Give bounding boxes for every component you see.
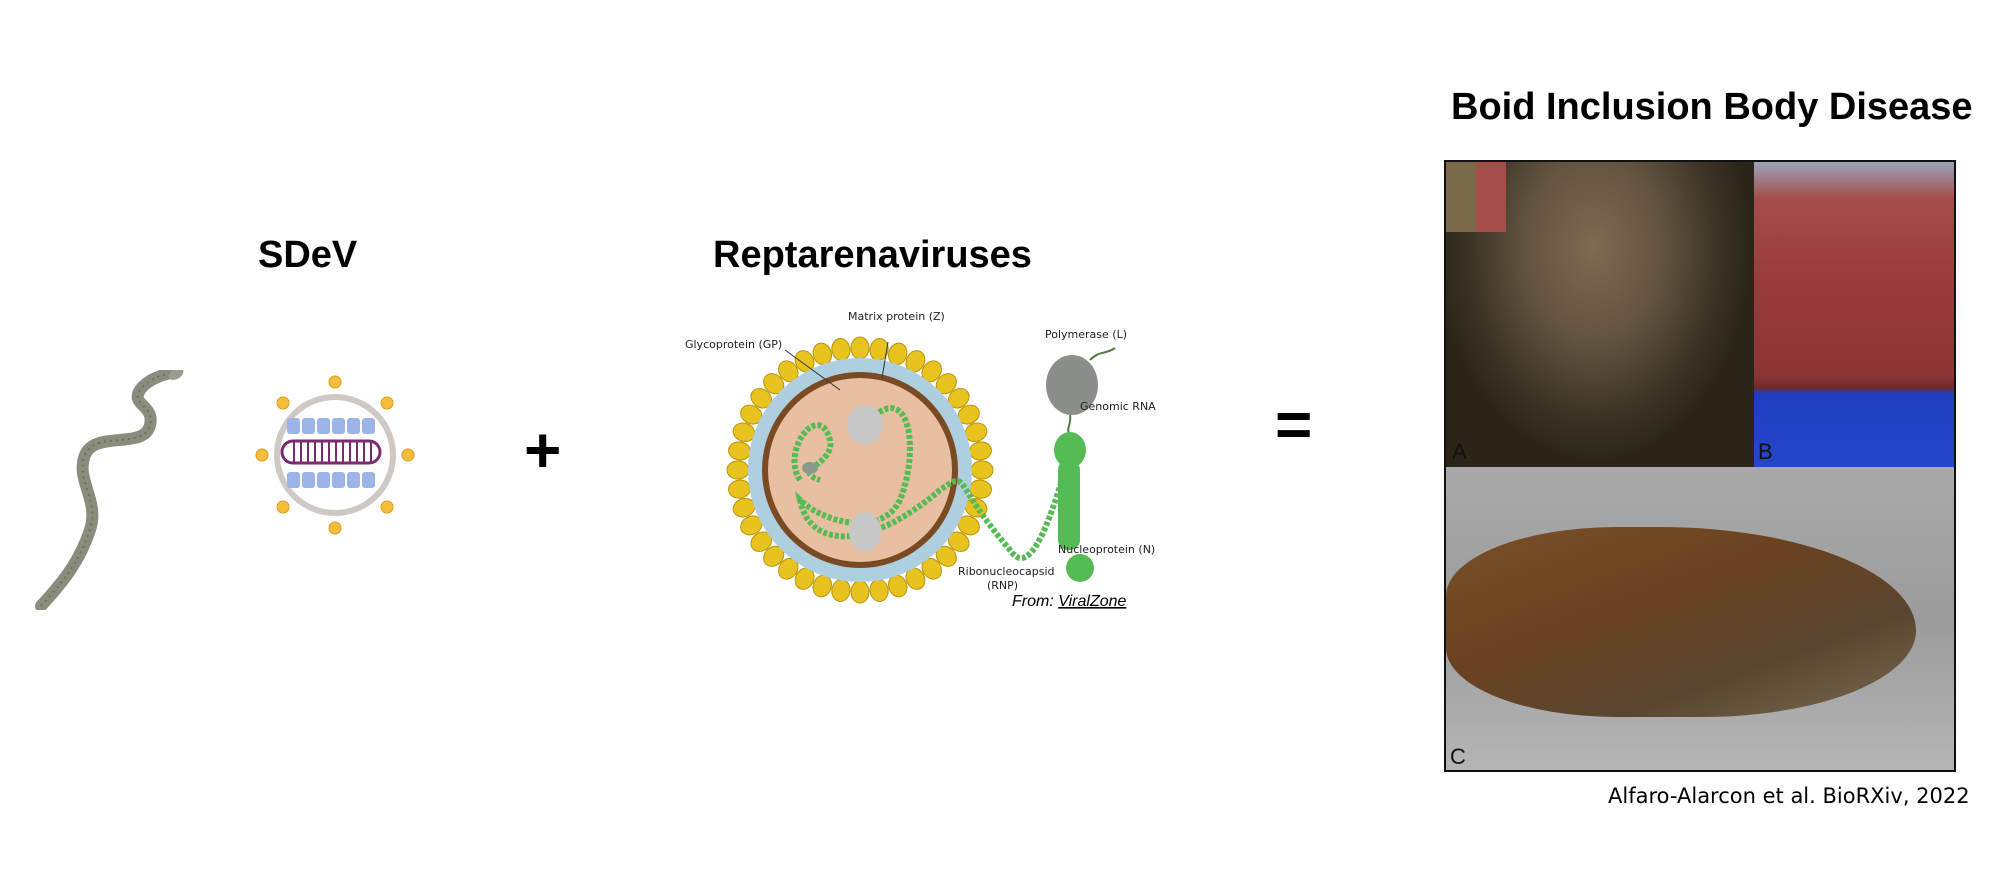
rnp-strand <box>791 405 1068 561</box>
rnp-label: (RNP) <box>987 579 1018 592</box>
photo-c-snake-body: C <box>1446 467 1954 770</box>
glycoprotein-spike <box>970 460 994 480</box>
viralzone-link[interactable]: ViralZone <box>1058 593 1126 610</box>
source-prefix: From: <box>1012 593 1058 610</box>
ribosome-icon <box>847 405 883 445</box>
glycoprotein-spike <box>850 580 870 604</box>
glycoprotein-spike <box>728 479 751 499</box>
glycoprotein-spike <box>728 441 751 461</box>
photo-label-b: B <box>1758 439 1773 464</box>
polymerase-label: Polymerase (L) <box>1045 328 1127 341</box>
photo-a-snake-head: A <box>1446 162 1754 467</box>
genomic-rna-label: Genomic RNA <box>1080 400 1156 413</box>
nucleoprotein-label: Nucleoprotein (N) <box>1058 543 1155 556</box>
matrix-protein-label: Matrix protein (Z) <box>848 310 945 323</box>
nucleoprotein-icon <box>1066 554 1094 582</box>
glycoprotein-spike <box>726 460 750 480</box>
glycoprotein-spike <box>850 336 870 360</box>
reptarenaviruses-title: Reptarenaviruses <box>713 234 1032 276</box>
glycoprotein-spike <box>869 579 889 602</box>
glycoprotein-label: Glycoprotein (GP) <box>685 338 782 351</box>
glycoprotein-spike <box>831 579 851 602</box>
sdev-virion-icon <box>255 375 415 535</box>
bibd-title: Boid Inclusion Body Disease <box>1451 86 1973 128</box>
thumbnail-image <box>1446 162 1506 232</box>
ribonucleocapsid-label: Ribonucleocapsid <box>958 565 1055 578</box>
plus-operator: + <box>524 414 562 486</box>
sdev-title: SDeV <box>258 234 358 276</box>
ribosome-icon <box>849 512 881 552</box>
svg-text:From: ViralZone: From: ViralZone <box>1012 593 1127 610</box>
snake-icon <box>35 370 184 610</box>
snake-body-shape <box>1446 527 1916 717</box>
arenavirus-diagram: Glycoprotein (GP) Matrix protein (Z) Pol… <box>685 310 1156 610</box>
photo-b-tissue: B <box>1754 162 1954 467</box>
citation-text: Alfaro-Alarcon et al. BioRXiv, 2022 <box>1608 784 1970 808</box>
bibd-photo-figure: A B C <box>1444 160 1956 772</box>
photo-label-c: C <box>1450 744 1466 769</box>
glycoprotein-spike <box>831 338 851 361</box>
equals-operator: = <box>1275 388 1313 460</box>
glycoprotein-spike <box>969 441 992 461</box>
photo-label-a: A <box>1452 439 1467 464</box>
polymerase-icon <box>1046 355 1098 415</box>
